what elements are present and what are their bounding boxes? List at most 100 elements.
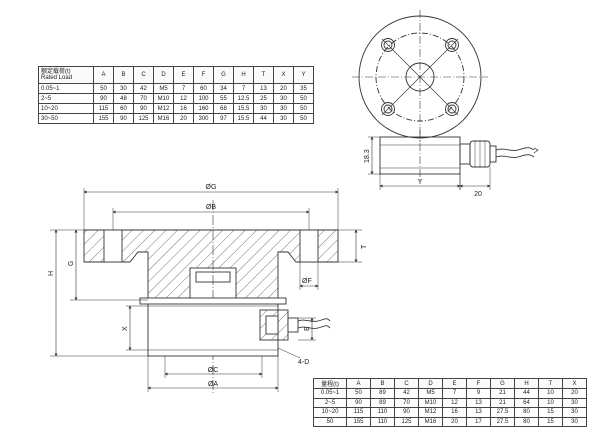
table-cell: 60: [113, 103, 134, 114]
table-cell: 15: [538, 416, 563, 427]
table-cell: M16: [153, 113, 174, 124]
dim-label-c-dia: ØC: [208, 367, 219, 374]
table-cell: 125: [394, 416, 419, 427]
table-cell: 15: [538, 407, 563, 418]
col-header: E: [442, 378, 467, 389]
table-cell: 35: [293, 83, 314, 94]
table-cell: 30: [562, 407, 587, 418]
table-cell: 0.05~1: [38, 83, 94, 94]
table-cell: 48: [113, 93, 134, 104]
col-header: E: [173, 66, 194, 84]
table-cell: M5: [418, 388, 443, 399]
table-cell: M5: [153, 83, 174, 94]
table-cell: 64: [514, 397, 539, 408]
table-cell: 12: [442, 397, 467, 408]
table-cell: 125: [133, 113, 154, 124]
table-cell: 50: [313, 416, 347, 427]
table-cell: 16: [173, 103, 194, 114]
table-cell: 7: [173, 83, 194, 94]
table-cell: 90: [394, 407, 419, 418]
table-cell: M12: [153, 103, 174, 114]
table-cell: 55: [213, 93, 234, 104]
table-cell: 30~50: [38, 113, 94, 124]
table-cell: 115: [93, 103, 114, 114]
height-dim-label: 18.3: [364, 149, 371, 163]
table-cell: 44: [253, 113, 274, 124]
col-header: G: [213, 66, 234, 84]
table-cell: 13: [253, 83, 274, 94]
dim-label-h: H: [48, 271, 55, 276]
table-cell: 10~20: [313, 407, 347, 418]
table-cell: 70: [394, 397, 419, 408]
table-header-cell: 量程(t): [313, 378, 347, 389]
sensor-body-side: [379, 136, 461, 175]
table-cell: 15.5: [233, 103, 254, 114]
body-connector: [259, 309, 289, 341]
table-cell: 10: [538, 388, 563, 399]
table-cell: 12: [173, 93, 194, 104]
table-cell: 42: [133, 83, 154, 94]
table-cell: 89: [370, 397, 395, 408]
table-cell: 0.05~1: [313, 388, 347, 399]
table-cell: 20: [562, 388, 587, 399]
table-header-row: 量程(t) A B C D E F G H T X: [313, 378, 587, 389]
table-cell: 30: [253, 103, 274, 114]
cable-connector: [459, 143, 471, 165]
table-cell: 90: [93, 93, 114, 104]
table-cell: 34: [213, 83, 234, 94]
table-cell: 155: [93, 113, 114, 124]
table-cell: 60: [193, 83, 214, 94]
table-cell: 30: [562, 397, 587, 408]
table-cell: 12.5: [233, 93, 254, 104]
section-dimensions: [50, 188, 362, 392]
mounting-hole: [445, 102, 459, 116]
bolt-hole-right: [299, 229, 319, 263]
top-side-view: [368, 130, 539, 190]
col-header: H: [514, 378, 539, 389]
table-cell: 68: [213, 103, 234, 114]
table-cell: 13: [466, 407, 491, 418]
table-cell: 10: [538, 397, 563, 408]
col-header: D: [418, 378, 443, 389]
table-cell: 15.5: [233, 113, 254, 124]
col-header: F: [466, 378, 491, 389]
table-cell: 50: [293, 93, 314, 104]
table-cell: 30: [113, 83, 134, 94]
table-cell: 9: [466, 388, 491, 399]
table-header-row: 额定载荷(t)Rated Load A B C D E F G H T X Y: [38, 66, 314, 84]
col-header: C: [394, 378, 419, 389]
bolt-hole-left: [103, 229, 123, 263]
col-header: B: [370, 378, 395, 389]
table-cell: 42: [394, 388, 419, 399]
section-view: [83, 200, 339, 395]
table-cell: 80: [514, 416, 539, 427]
table-cell: 25: [253, 93, 274, 104]
table-cell: 30: [273, 93, 294, 104]
dim-label-x: X: [122, 326, 129, 331]
dim-label-g-dia: ØG: [206, 184, 217, 191]
table-cell: 20: [442, 416, 467, 427]
table-cell: 20: [173, 113, 194, 124]
table-cell: 30: [273, 113, 294, 124]
cable-dim-label: 20: [474, 191, 482, 198]
table-cell: 90: [346, 397, 371, 408]
table-cell: 155: [346, 416, 371, 427]
table-cell: 110: [370, 416, 395, 427]
table-cell: 50: [293, 103, 314, 114]
col-header: T: [538, 378, 563, 389]
sensor-body: [147, 299, 279, 357]
dim-label-b-dia: ØB: [206, 204, 216, 211]
table-cell: 21: [490, 397, 515, 408]
col-header: F: [193, 66, 214, 84]
mounting-hole: [445, 38, 459, 52]
mounting-hole: [381, 102, 395, 116]
col-header: Y: [293, 66, 314, 84]
col-header: A: [346, 378, 371, 389]
table-cell: 7: [233, 83, 254, 94]
dim-label-e: E: [304, 326, 311, 331]
table-cell: 13: [466, 397, 491, 408]
